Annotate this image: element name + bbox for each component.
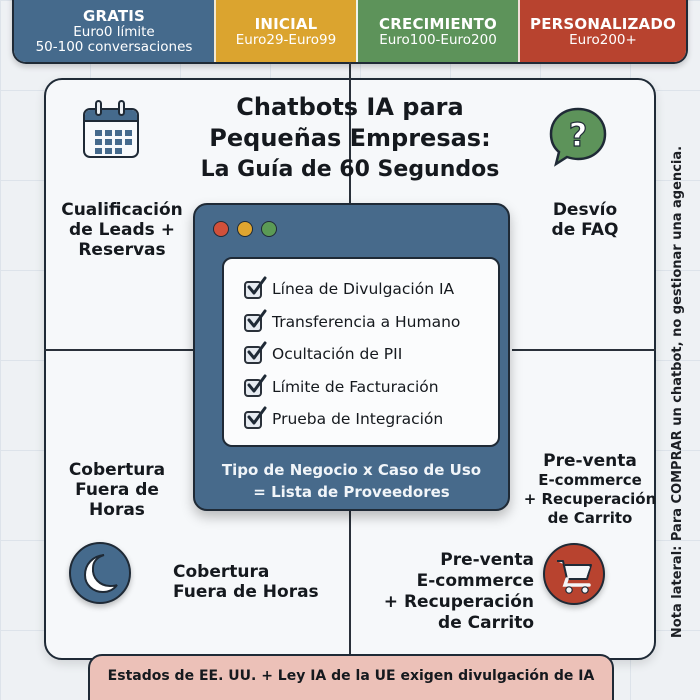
tier-price-detail: 50-100 conversaciones <box>35 39 193 55</box>
app-window: Línea de Divulgación IA Transferencia a … <box>193 203 510 511</box>
after-hours-icon-label: Cobertura Fuera de Horas <box>173 562 333 602</box>
label-line: Cobertura <box>173 562 270 582</box>
tier-personalizado: PERSONALIZADO Euro200+ <box>518 0 686 62</box>
quadrant-label-after-hours: Cobertura Fuera de Horas <box>52 460 182 520</box>
checkbox-checked-icon[interactable] <box>244 309 267 332</box>
checklist-item[interactable]: Límite de Facturación <box>244 371 498 404</box>
horizontal-divider-right <box>512 349 656 351</box>
label-line: Reservas <box>78 240 166 260</box>
close-dot[interactable] <box>213 221 229 237</box>
label-line: + Recuperación <box>383 592 534 612</box>
maximize-dot[interactable] <box>261 221 277 237</box>
moon-icon <box>69 542 131 604</box>
label-line: Cualificación <box>61 200 183 220</box>
tier-price: Euro200+ <box>569 31 637 48</box>
label-line: de FAQ <box>551 220 619 240</box>
regulation-banner: Estados de EE. UU. + Ley IA de la UE exi… <box>88 654 614 700</box>
quadrant-label-ecommerce: Pre-venta E-commerce + Recuperación de C… <box>515 452 665 528</box>
label-line: Pre-venta <box>440 550 534 570</box>
calendar-icon <box>83 100 139 158</box>
checklist-item-label: Ocultación de PII <box>272 345 403 364</box>
checklist-item-label: Prueba de Integración <box>272 410 444 429</box>
minimize-dot[interactable] <box>237 221 253 237</box>
checklist-item[interactable]: Transferencia a Humano <box>244 306 498 339</box>
checkbox-checked-icon[interactable] <box>244 406 267 430</box>
quadrant-label-leads: Cualificación de Leads + Reservas <box>52 200 192 260</box>
checklist-item-label: Línea de Divulgación IA <box>272 280 455 299</box>
checkbox-checked-icon[interactable] <box>244 374 267 397</box>
tier-name: CRECIMIENTO <box>379 14 497 33</box>
tier-name: PERSONALIZADO <box>530 14 676 33</box>
label-line: E-commerce <box>538 471 642 489</box>
title-line: Pequeñas Empresas: <box>209 124 491 152</box>
label-line: Fuera de Horas <box>173 582 319 602</box>
label-line: Horas <box>89 500 145 520</box>
svg-text:?: ? <box>569 116 588 154</box>
tier-price: Euro0 límite <box>73 24 155 40</box>
side-note: Nota lateral: Para COMPRAR un chatbot, n… <box>670 145 685 639</box>
checklist-item[interactable]: Línea de Divulgación IA <box>244 273 498 306</box>
caption-line: = Lista de Proveedores <box>253 483 450 501</box>
label-line: de Carrito <box>438 613 534 633</box>
label-line: Desvío <box>552 200 618 220</box>
label-line: E-commerce <box>416 571 534 591</box>
label-line: + Recuperación <box>523 490 657 508</box>
checkbox-checked-icon[interactable] <box>244 276 267 300</box>
tier-price: Euro29-Euro99 <box>235 31 337 48</box>
tier-name: INICIAL <box>254 14 318 33</box>
ecommerce-icon-label: Pre-venta E-commerce + Recuperación de C… <box>370 550 534 634</box>
tier-name: GRATIS <box>82 7 146 25</box>
tier-price: Euro100-Euro200 <box>379 31 497 48</box>
page-title: Chatbots IA para Pequeñas Empresas: La G… <box>180 92 520 185</box>
checkbox-checked-icon[interactable] <box>244 341 267 365</box>
label-line: Cobertura <box>68 460 166 480</box>
checklist-item-label: Límite de Facturación <box>272 377 439 396</box>
checklist-item[interactable]: Prueba de Integración <box>244 403 498 436</box>
checklist: Línea de Divulgación IA Transferencia a … <box>222 257 500 447</box>
shopping-cart-icon <box>543 543 605 605</box>
checklist-item[interactable]: Ocultación de PII <box>244 338 498 371</box>
question-bubble-icon: ? <box>548 106 608 167</box>
quadrant-label-faq: Desvío de FAQ <box>530 200 640 240</box>
checklist-item-label: Transferencia a Humano <box>272 312 461 331</box>
label-line: de Leads + <box>69 220 175 240</box>
pricing-bar: GRATIS Euro0 límite 50-100 conversacione… <box>12 0 688 64</box>
tier-gratis: GRATIS Euro0 límite 50-100 conversacione… <box>14 0 214 62</box>
label-line: Pre-venta <box>543 451 637 471</box>
tier-inicial: INICIAL Euro29-Euro99 <box>214 0 356 62</box>
caption-line: Tipo de Negocio x Caso de Uso <box>221 461 482 479</box>
title-line: Chatbots IA para <box>236 93 464 121</box>
label-line: de Carrito <box>547 509 633 527</box>
tier-crecimiento: CRECIMIENTO Euro100-Euro200 <box>356 0 518 62</box>
horizontal-divider-left <box>44 349 194 351</box>
label-line: Fuera de <box>75 480 159 500</box>
title-subtitle: La Guía de 60 Segundos <box>200 157 500 182</box>
window-controls <box>213 221 277 237</box>
window-caption: Tipo de Negocio x Caso de Uso = Lista de… <box>195 459 508 503</box>
